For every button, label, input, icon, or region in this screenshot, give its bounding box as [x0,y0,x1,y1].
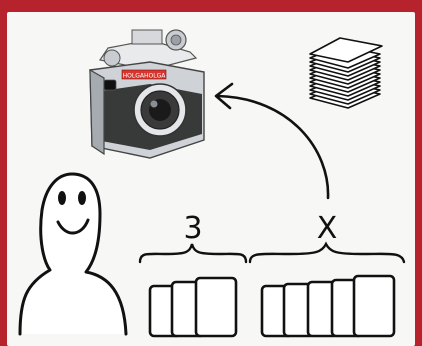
paper-stack-icon [310,38,382,108]
group-right-count-label: X [317,211,338,246]
brace-icon [250,244,404,262]
card-group-right [262,276,394,336]
card-icon [354,276,394,336]
camera-badge-text: HOLGAHOLGA [123,73,167,80]
card-group-left [150,278,236,336]
group-left-count-label: 3 [183,211,202,246]
brace-icon [140,244,246,262]
card-icon [196,278,236,336]
person-icon [20,174,126,334]
camera-icon: HOLGAHOLGA [90,30,204,158]
arrow-icon [216,84,328,198]
